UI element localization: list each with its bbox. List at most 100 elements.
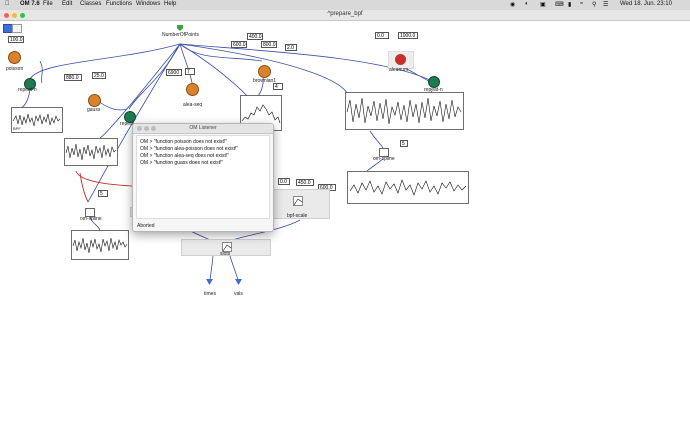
wire bbox=[366, 158, 384, 172]
poisson-node-icon[interactable] bbox=[8, 51, 21, 64]
minimize-window-button[interactable] bbox=[12, 13, 17, 18]
close-window-button[interactable] bbox=[4, 13, 9, 18]
wifi-icon[interactable]: ≈ bbox=[580, 1, 584, 7]
dice-icon bbox=[395, 54, 406, 65]
app-menu[interactable]: OM 7.6 bbox=[20, 1, 40, 7]
slots-label: slots bbox=[220, 251, 231, 257]
menu-functions[interactable]: Functions bbox=[106, 1, 133, 7]
value-box[interactable]: 880.0 bbox=[64, 74, 82, 81]
apple-icon[interactable]:  bbox=[5, 1, 10, 7]
output-arrow-icon[interactable] bbox=[235, 279, 242, 285]
slots-node-frame[interactable] bbox=[181, 239, 271, 256]
bpf-plot-box[interactable] bbox=[345, 92, 464, 130]
value-box[interactable]: 600.0 bbox=[231, 41, 247, 48]
value-box[interactable]: 100.0 bbox=[8, 36, 24, 43]
menu-windows[interactable]: Windows bbox=[136, 1, 161, 7]
zoom-window-button[interactable] bbox=[20, 13, 25, 18]
wire bbox=[179, 43, 263, 62]
listener-line: OM > "function alea-poisson does not exi… bbox=[140, 146, 239, 152]
brownian1-label: brownian1 bbox=[253, 78, 277, 84]
numberofpoints-label: NumberOfPoints bbox=[162, 32, 199, 38]
listener-line: OM > "function alea-seq does not exist!" bbox=[140, 153, 230, 159]
status-icon[interactable]: ▣ bbox=[540, 2, 546, 8]
value-box[interactable]: 5 bbox=[400, 140, 408, 147]
menu-help[interactable]: Help bbox=[164, 1, 177, 7]
value-box[interactable]: 5 bbox=[98, 190, 108, 197]
listener-output-area[interactable]: OM > "function poisson does not exist!" … bbox=[136, 135, 270, 219]
alea-seq-node-icon[interactable] bbox=[186, 83, 199, 96]
value-box[interactable]: 2.0 bbox=[285, 44, 297, 51]
gauss-label: gauss bbox=[87, 107, 101, 113]
value-box[interactable]: 4 bbox=[273, 83, 283, 90]
bpf-plot-box[interactable] bbox=[347, 171, 469, 204]
keyboard-icon[interactable]: ⌨ bbox=[555, 2, 564, 8]
repeat-label: repeat bbox=[120, 121, 135, 127]
menu-file[interactable]: File bbox=[43, 1, 53, 7]
om-listener-window[interactable]: OM Listener OM > "function poisson does … bbox=[132, 123, 274, 232]
scale-node-icon bbox=[293, 196, 303, 206]
alea-seq-label: alea-seq bbox=[183, 102, 203, 108]
gauss-node-icon[interactable] bbox=[88, 94, 101, 107]
repeat-node-icon[interactable] bbox=[124, 111, 136, 123]
bpf-plot-box[interactable]: BPF bbox=[11, 107, 63, 133]
repeat-n-label: repeat-n bbox=[18, 87, 37, 93]
wire bbox=[99, 43, 181, 139]
listener-line: OM > "function guass does not exist!" bbox=[140, 160, 224, 166]
value-box[interactable]: 800.0 bbox=[261, 41, 277, 48]
value-box[interactable]: 0.0 bbox=[278, 178, 290, 185]
lock-mode-button[interactable] bbox=[12, 24, 22, 33]
times-output-label: times bbox=[204, 291, 216, 297]
spline-node-icon[interactable] bbox=[85, 208, 95, 217]
spline-node-icon[interactable] bbox=[379, 148, 389, 157]
value-box[interactable]: 25.0 bbox=[92, 72, 106, 79]
listener-status: Aborted bbox=[137, 223, 155, 229]
window-title-bar: ^prepare_bpf bbox=[0, 10, 690, 21]
menu-edit[interactable]: Edit bbox=[62, 1, 73, 7]
battery-icon[interactable]: ▮ bbox=[568, 2, 572, 8]
vals-output-label: vals bbox=[234, 291, 243, 297]
aleanum-label: aleanum bbox=[389, 67, 409, 73]
aleanum-node-frame[interactable] bbox=[388, 51, 414, 69]
om-spline-label: om-spline bbox=[80, 216, 102, 222]
wire bbox=[79, 172, 89, 203]
listener-title-bar: OM Listener bbox=[133, 124, 273, 134]
listener-title: OM Listener bbox=[189, 125, 217, 131]
value-box[interactable]: 0.0 bbox=[375, 32, 389, 39]
status-icon[interactable]: ◐ bbox=[525, 1, 529, 7]
wire bbox=[179, 43, 193, 84]
wire bbox=[29, 43, 181, 80]
patch-editor-canvas[interactable]: NumberOfPoints 100.0 poisson repeat-n BP… bbox=[0, 21, 690, 431]
minimize-window-button[interactable] bbox=[144, 126, 149, 131]
menu-classes[interactable]: Classes bbox=[80, 1, 102, 7]
value-box[interactable]: 400.0 bbox=[247, 33, 263, 40]
control-center-icon[interactable]: ☰ bbox=[603, 2, 609, 8]
value-box[interactable]: 7 bbox=[185, 68, 195, 75]
value-box[interactable]: 1000.0 bbox=[398, 32, 418, 39]
bpf-scale-node-frame[interactable] bbox=[268, 189, 330, 219]
wire bbox=[179, 43, 348, 94]
input-arrow-icon[interactable] bbox=[177, 25, 183, 31]
repeat-n-node-icon[interactable] bbox=[24, 78, 36, 90]
listener-line: OM > "function poisson does not exist!" bbox=[140, 139, 228, 145]
brownian-node-icon[interactable] bbox=[258, 65, 271, 78]
search-icon[interactable]: ⚲ bbox=[592, 2, 597, 8]
close-window-button[interactable] bbox=[137, 126, 142, 131]
svg-text:BPF: BPF bbox=[13, 126, 21, 131]
wire bbox=[369, 130, 384, 149]
output-arrow-icon[interactable] bbox=[206, 279, 213, 285]
window-title: ^prepare_bpf bbox=[327, 11, 363, 17]
bpf-plot-box[interactable] bbox=[64, 138, 118, 166]
om-spline-label: om-spline bbox=[373, 156, 395, 162]
zoom-window-button[interactable] bbox=[151, 126, 156, 131]
wire bbox=[209, 255, 214, 281]
wire bbox=[229, 255, 239, 281]
wire bbox=[179, 43, 433, 82]
value-box[interactable]: 6900 bbox=[166, 69, 182, 76]
wechat-icon[interactable]: ◉ bbox=[510, 2, 516, 8]
bpf-plot-box[interactable] bbox=[71, 230, 129, 260]
clock[interactable]: Wed 18. Jun. 23:10 bbox=[620, 1, 672, 7]
value-box[interactable]: 450.0 bbox=[296, 179, 314, 186]
bpf-scale-label: bpf-scale bbox=[287, 213, 308, 219]
repeat-n-node-icon[interactable] bbox=[428, 76, 440, 88]
connection-wires bbox=[19, 43, 433, 281]
